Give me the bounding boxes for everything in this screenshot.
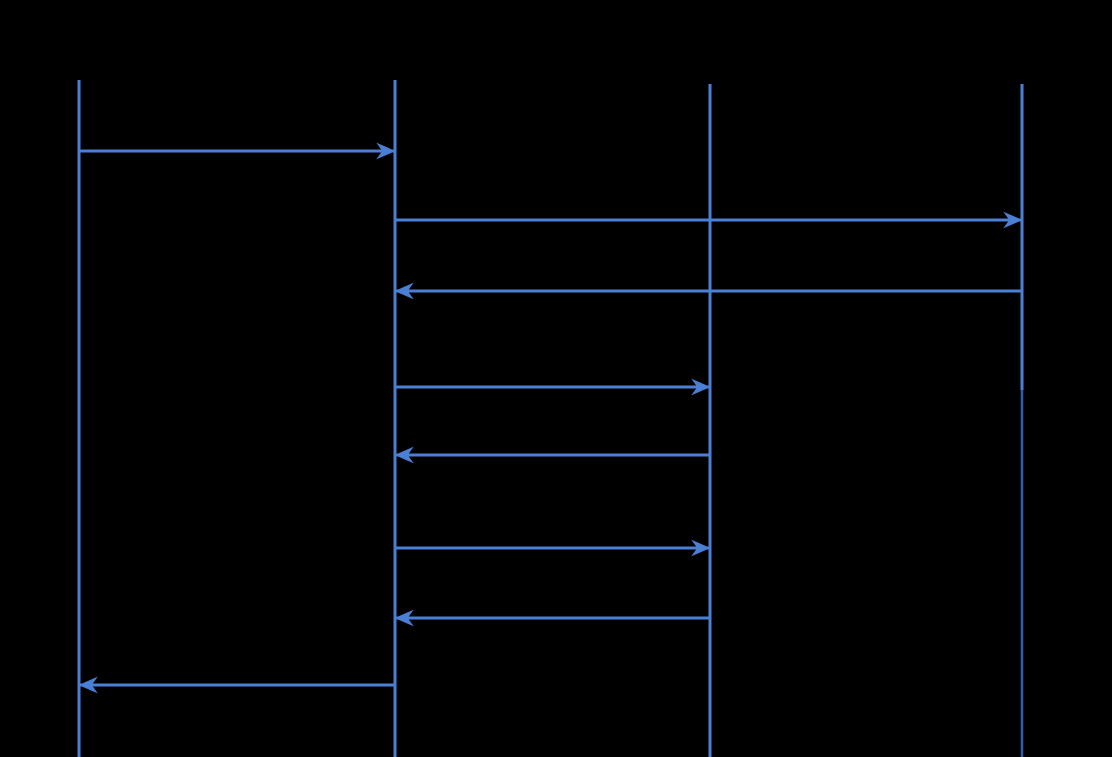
message-arrowhead-8 — [78, 676, 98, 694]
message-arrowhead-4 — [691, 378, 711, 396]
message-6 — [395, 539, 711, 557]
message-5 — [394, 446, 710, 464]
message-arrowhead-1 — [376, 142, 396, 160]
message-7 — [394, 609, 710, 627]
message-3 — [394, 282, 1022, 300]
message-arrowhead-2 — [1003, 211, 1023, 229]
message-1 — [79, 142, 396, 160]
lifelines-layer — [77, 80, 1024, 757]
message-arrowhead-7 — [394, 609, 414, 627]
message-2 — [395, 211, 1023, 229]
message-arrowhead-5 — [394, 446, 414, 464]
message-arrowhead-3 — [394, 282, 414, 300]
message-arrowhead-6 — [691, 539, 711, 557]
message-4 — [395, 378, 711, 396]
messages-layer — [78, 142, 1023, 694]
message-8 — [78, 676, 395, 694]
